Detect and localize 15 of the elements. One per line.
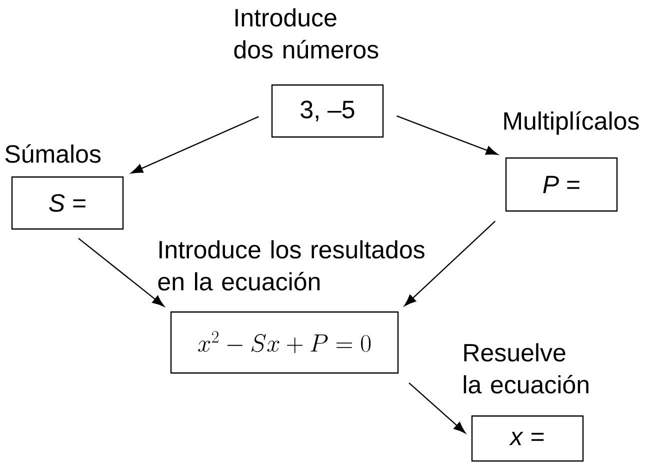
value-box: x =: [471, 415, 584, 462]
arrow: [404, 220, 496, 306]
arrow: [408, 382, 466, 434]
heading: Introduce dos números: [234, 8, 378, 59]
arrow: [130, 116, 259, 174]
value-box: 3, –5: [271, 84, 384, 138]
heading: Resuelve la ecuación: [464, 343, 588, 394]
arrow: [78, 238, 164, 307]
value-box: S =: [11, 176, 124, 230]
arrow: [396, 115, 498, 155]
value-box: P =: [505, 157, 618, 212]
value-box: $x^{2}-Sx+P=0$: [170, 311, 399, 374]
heading: Introduce los resultados en la ecuación: [158, 240, 424, 291]
heading: Multiplícalos: [504, 111, 639, 135]
heading: Súmalos: [5, 144, 101, 163]
